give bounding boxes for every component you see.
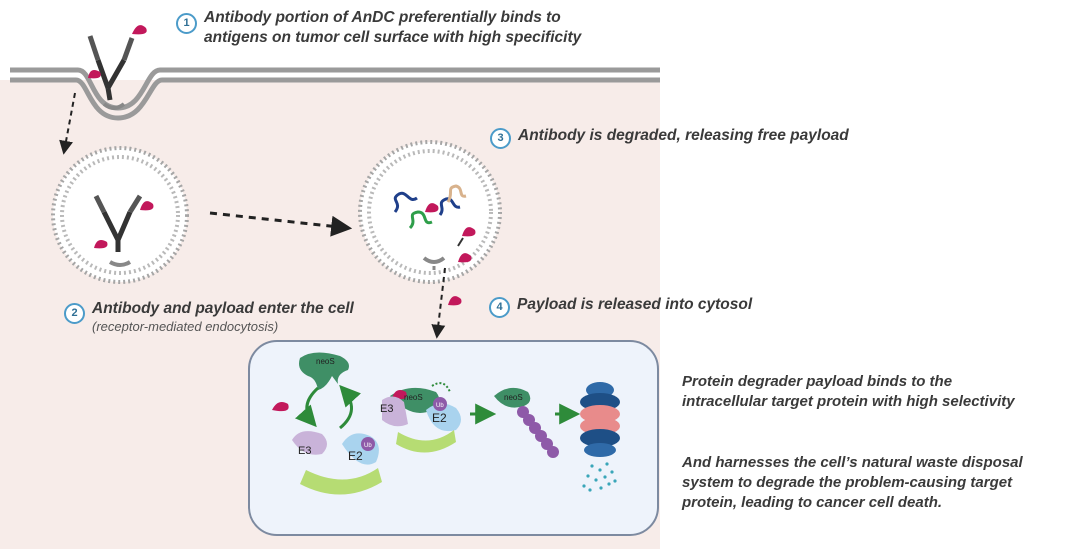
- label-ub-a: Ub: [364, 443, 372, 449]
- label-neos-a: neoS: [316, 357, 335, 366]
- endosome-vesicle-2: [358, 140, 502, 284]
- endosome-vesicle-1: [51, 146, 189, 284]
- proteasome-icon: [580, 382, 620, 492]
- step-3-text: Antibody is degraded, releasing free pay…: [518, 127, 849, 144]
- note-binding-line-1: Protein degrader payload binds to the: [682, 373, 953, 390]
- note-binding-line-2: intracellular target protein with high s…: [682, 393, 1015, 410]
- step-1-line-2: antigens on tumor cell surface with high…: [204, 29, 582, 46]
- label-ub-b: Ub: [436, 403, 444, 409]
- label-neos-c: neoS: [504, 393, 523, 402]
- step-4-badge: 4: [489, 297, 510, 318]
- note-degradation-line-2: system to degrade the problem-causing ta…: [682, 474, 1013, 491]
- step-3-badge: 3: [490, 128, 511, 149]
- note-degradation: And harnesses the cell’s natural waste d…: [682, 453, 1023, 513]
- release-arrow: [431, 267, 446, 339]
- transit-arrow: [209, 211, 353, 237]
- ubiquitinated-target: [494, 387, 559, 458]
- step-2-text: Antibody and payload enter the cell: [92, 300, 354, 317]
- note-binding: Protein degrader payload binds to the in…: [682, 372, 1015, 412]
- payload-icon: [448, 296, 462, 306]
- note-degradation-line-3: protein, leading to cancer cell death.: [682, 494, 943, 511]
- entry-arrow: [59, 92, 76, 155]
- label-neos-b: neoS: [404, 393, 423, 402]
- step-4-text: Payload is released into cytosol: [517, 296, 753, 313]
- note-degradation-line-1: And harnesses the cell’s natural waste d…: [682, 454, 1023, 471]
- label-e2-b: E2: [432, 411, 447, 425]
- label-e2-a: E2: [348, 449, 363, 463]
- ternary-complex: [382, 382, 461, 453]
- degrader-cycle: [272, 352, 382, 495]
- payload-icon: [132, 25, 147, 35]
- step-2-badge: 2: [64, 303, 85, 324]
- step-2-subtext: (receptor-mediated endocytosis): [92, 319, 279, 334]
- step-1-line-1: Antibody portion of AnDC preferentially …: [204, 9, 561, 26]
- label-e3-b: E3: [380, 403, 393, 415]
- payload-icon: [88, 70, 101, 79]
- step-1-text: Antibody portion of AnDC preferentially …: [204, 8, 581, 48]
- step-1-badge: 1: [176, 13, 197, 34]
- label-e3-a: E3: [298, 445, 311, 457]
- surface-antibody: [87, 35, 135, 110]
